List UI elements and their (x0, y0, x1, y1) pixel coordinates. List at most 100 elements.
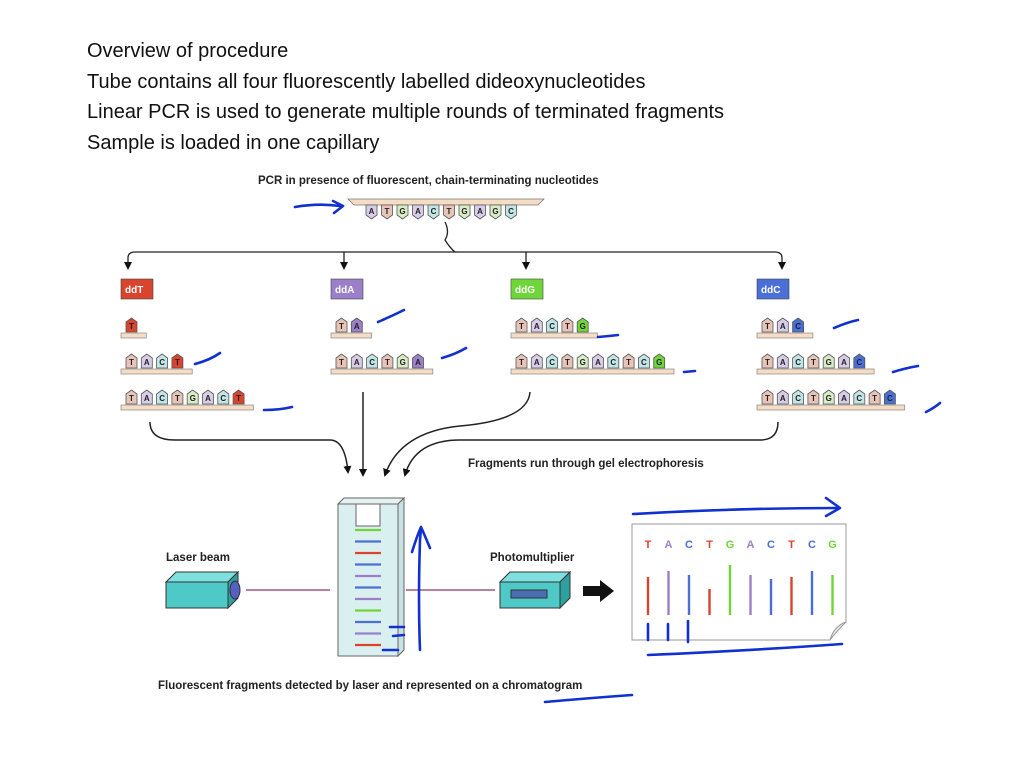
fragment-nucleotide: T (381, 353, 394, 369)
nucleotide-letter: A (780, 322, 786, 331)
nucleotide-letter: G (190, 394, 196, 403)
terminator-nucleotide: G (653, 353, 666, 369)
nucleotide-letter: C (856, 358, 862, 367)
fragment-nucleotide: G (396, 353, 409, 369)
branch-connectors (124, 221, 786, 270)
nucleotide-letter: C (887, 394, 893, 403)
fragment-nucleotide: G (822, 353, 835, 369)
nucleotide-letter: T (129, 394, 134, 403)
nucleotide-letter: C (549, 322, 555, 331)
nucleotide-letter: A (780, 394, 786, 403)
nucleotide-letter: T (447, 207, 452, 216)
template-nucleotide: G (458, 204, 471, 220)
nucleotide-letter: C (795, 322, 801, 331)
chromatogram-letter: G (828, 539, 837, 551)
nucleotide-letter: T (339, 358, 344, 367)
nucleotide-letter: A (534, 358, 540, 367)
fragment-nucleotide: A (530, 353, 543, 369)
template-backbone (347, 198, 545, 206)
fragment-nucleotide: T (807, 353, 820, 369)
nucleotide-letter: G (461, 207, 467, 216)
header-line: Tube contains all four fluorescently lab… (87, 70, 646, 93)
fragment-nucleotide: A (838, 353, 850, 369)
photomultiplier-label: Photomultiplier (490, 552, 575, 564)
nucleotide-letter: A (841, 394, 847, 403)
terminator-nucleotide: T (232, 389, 245, 405)
dd-label: ddA (335, 285, 354, 296)
chromatogram-letter: T (645, 539, 652, 551)
fragment-nucleotide: T (868, 389, 881, 405)
fragment-nucleotide: T (561, 317, 574, 333)
dd-badge (510, 278, 544, 300)
pcr-label: PCR in presence of fluorescent, chain-te… (258, 175, 599, 187)
nucleotide-letter: T (765, 394, 770, 403)
template-nucleotide: T (443, 204, 455, 220)
fragment-nucleotide: T (807, 389, 820, 405)
fragment-backbone (510, 368, 675, 375)
nucleotide-letter: T (765, 358, 770, 367)
fragment-nucleotide: A (350, 353, 363, 369)
nucleotide-letter: C (220, 394, 226, 403)
nucleotide-letter: A (477, 207, 483, 216)
fragment-nucleotide: G (576, 353, 589, 369)
fragment-nucleotide: C (366, 353, 379, 369)
nucleotide-letter: T (565, 322, 570, 331)
fragment-nucleotide: T (171, 389, 184, 405)
fragment-backbone (120, 404, 254, 411)
template-nucleotide: C (427, 204, 440, 220)
fragment-nucleotide: A (776, 353, 789, 369)
terminator-nucleotide: C (853, 353, 866, 369)
fragment-backbone (330, 332, 372, 339)
nucleotide-letter: A (780, 358, 786, 367)
annotation-arrow-template (293, 203, 342, 209)
dd-badge (120, 278, 154, 300)
nucleotide-letter: A (369, 207, 375, 216)
fragment-nucleotide: C (792, 389, 804, 405)
fragment-nucleotide: C (156, 389, 169, 405)
fragment-nucleotide: T (335, 317, 348, 333)
nucleotide-letter: T (811, 394, 816, 403)
nucleotide-letter: C (795, 358, 801, 367)
nucleotide-letter: C (856, 394, 862, 403)
template-nucleotide: A (365, 204, 378, 220)
nucleotide-letter: T (872, 394, 877, 403)
fragment-nucleotide: A (776, 389, 789, 405)
fragment-nucleotide: C (217, 389, 230, 405)
nucleotide-letter: A (415, 358, 421, 367)
fragment-backbone (120, 332, 147, 339)
dd-badge (330, 278, 364, 300)
chromatogram-letter: A (665, 539, 673, 551)
chromatogram-letter: C (685, 539, 693, 551)
nucleotide-letter: G (580, 358, 586, 367)
fragment-nucleotide: A (838, 389, 850, 405)
fragment-nucleotide: G (822, 389, 835, 405)
nucleotide-letter: G (826, 358, 832, 367)
fragment-nucleotide: A (530, 317, 543, 333)
fragment-nucleotide: C (546, 353, 558, 369)
nucleotide-letter: T (129, 322, 134, 331)
nucleotide-letter: A (595, 358, 601, 367)
fragment-nucleotide: T (125, 353, 138, 369)
nucleotide-letter: G (492, 207, 498, 216)
nucleotide-letter: T (765, 322, 770, 331)
fragment-nucleotide: T (761, 353, 774, 369)
dd-label: ddG (515, 285, 535, 296)
nucleotide-letter: G (656, 358, 662, 367)
nucleotide-letter: C (641, 358, 647, 367)
nucleotide-letter: A (354, 358, 360, 367)
chromatogram-letter: A (747, 539, 755, 551)
nucleotide-letter: T (626, 358, 631, 367)
fragment-nucleotide: A (202, 389, 214, 405)
nucleotide-letter: A (415, 207, 421, 216)
fragment-nucleotide: C (156, 353, 169, 369)
nucleotide-letter: C (795, 394, 801, 403)
fragment-backbone (510, 332, 598, 339)
fragment-nucleotide: T (622, 353, 635, 369)
annotation-arrow-chromatogram (631, 506, 840, 516)
template-nucleotide: T (381, 204, 393, 220)
fragment-nucleotide: A (776, 317, 789, 333)
nucleotide-letter: T (385, 207, 390, 216)
